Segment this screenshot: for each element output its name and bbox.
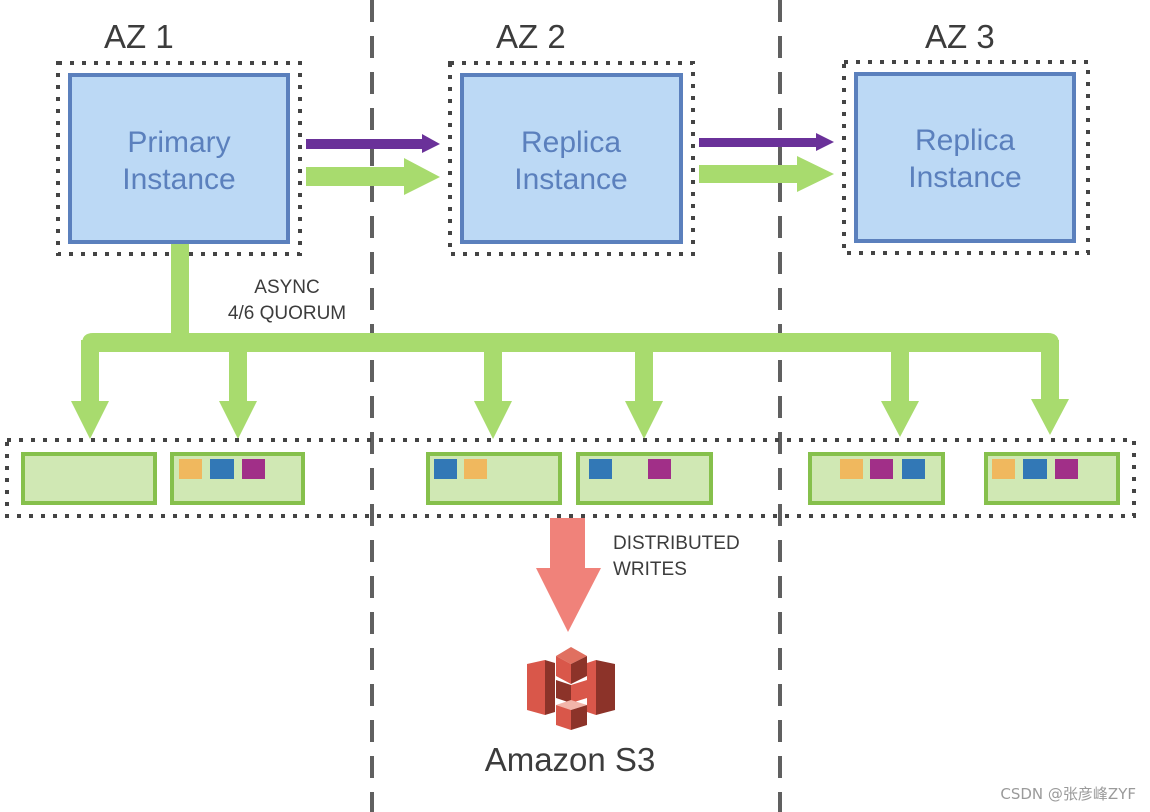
az-label-2: AZ 2 xyxy=(496,18,566,55)
writes-caption-line1: DISTRIBUTED xyxy=(613,533,740,554)
purple-arrow-az2-az3 xyxy=(699,133,834,151)
instance-container-az2 xyxy=(448,61,695,256)
block-orange xyxy=(992,459,1015,479)
quorum-caption-line1: ASYNC xyxy=(254,277,319,298)
storage-node-az3-b[interactable] xyxy=(984,452,1120,505)
writes-caption-line2: WRITES xyxy=(613,559,687,580)
block-orange xyxy=(840,459,863,479)
block-blue xyxy=(1023,459,1047,479)
purple-arrow-az1-az2 xyxy=(306,134,440,153)
replica-instance-az2-line2: Instance xyxy=(514,163,627,196)
storage-node-az2-a[interactable] xyxy=(426,452,562,505)
primary-instance-line2: Instance xyxy=(122,163,235,196)
az-label-1: AZ 1 xyxy=(104,18,174,55)
green-arrow-az1-az2 xyxy=(306,158,440,195)
storage-node-az1-b[interactable] xyxy=(170,452,305,505)
amazon-s3-bucket-icon[interactable] xyxy=(527,647,615,730)
block-blue xyxy=(434,459,457,479)
block-orange xyxy=(179,459,202,479)
async-quorum-write-arrows xyxy=(71,244,1069,439)
block-blue xyxy=(210,459,234,479)
quorum-caption-line2: 4/6 QUORUM xyxy=(228,303,346,324)
watermark: CSDN @张彦峰ZYF xyxy=(1000,785,1136,803)
primary-instance[interactable]: Primary Instance xyxy=(68,73,290,244)
primary-instance-line1: Primary xyxy=(127,126,230,159)
block-magenta xyxy=(648,459,671,479)
distributed-writes-arrow xyxy=(536,518,601,632)
replica-instance-az2[interactable]: Replica Instance xyxy=(460,73,683,244)
block-magenta xyxy=(870,459,893,479)
block-blue xyxy=(902,459,925,479)
az-label-3: AZ 3 xyxy=(925,18,995,55)
replica-instance-az2-line1: Replica xyxy=(521,126,621,159)
storage-node-az3-a[interactable] xyxy=(808,452,945,505)
storage-node-az1-a[interactable] xyxy=(21,452,157,505)
storage-node-az2-b[interactable] xyxy=(576,452,713,505)
block-magenta xyxy=(1055,459,1078,479)
storage-volume-band xyxy=(5,438,1136,518)
block-blue xyxy=(589,459,612,479)
block-orange xyxy=(464,459,487,479)
block-magenta xyxy=(242,459,265,479)
replica-instance-az3[interactable]: Replica Instance xyxy=(854,72,1076,243)
amazon-s3-label: Amazon S3 xyxy=(485,741,656,778)
green-arrow-az2-az3 xyxy=(699,156,834,192)
replica-instance-az3-line2: Instance xyxy=(908,161,1021,194)
instance-container-az3 xyxy=(842,60,1090,255)
replica-instance-az3-line1: Replica xyxy=(915,124,1015,157)
